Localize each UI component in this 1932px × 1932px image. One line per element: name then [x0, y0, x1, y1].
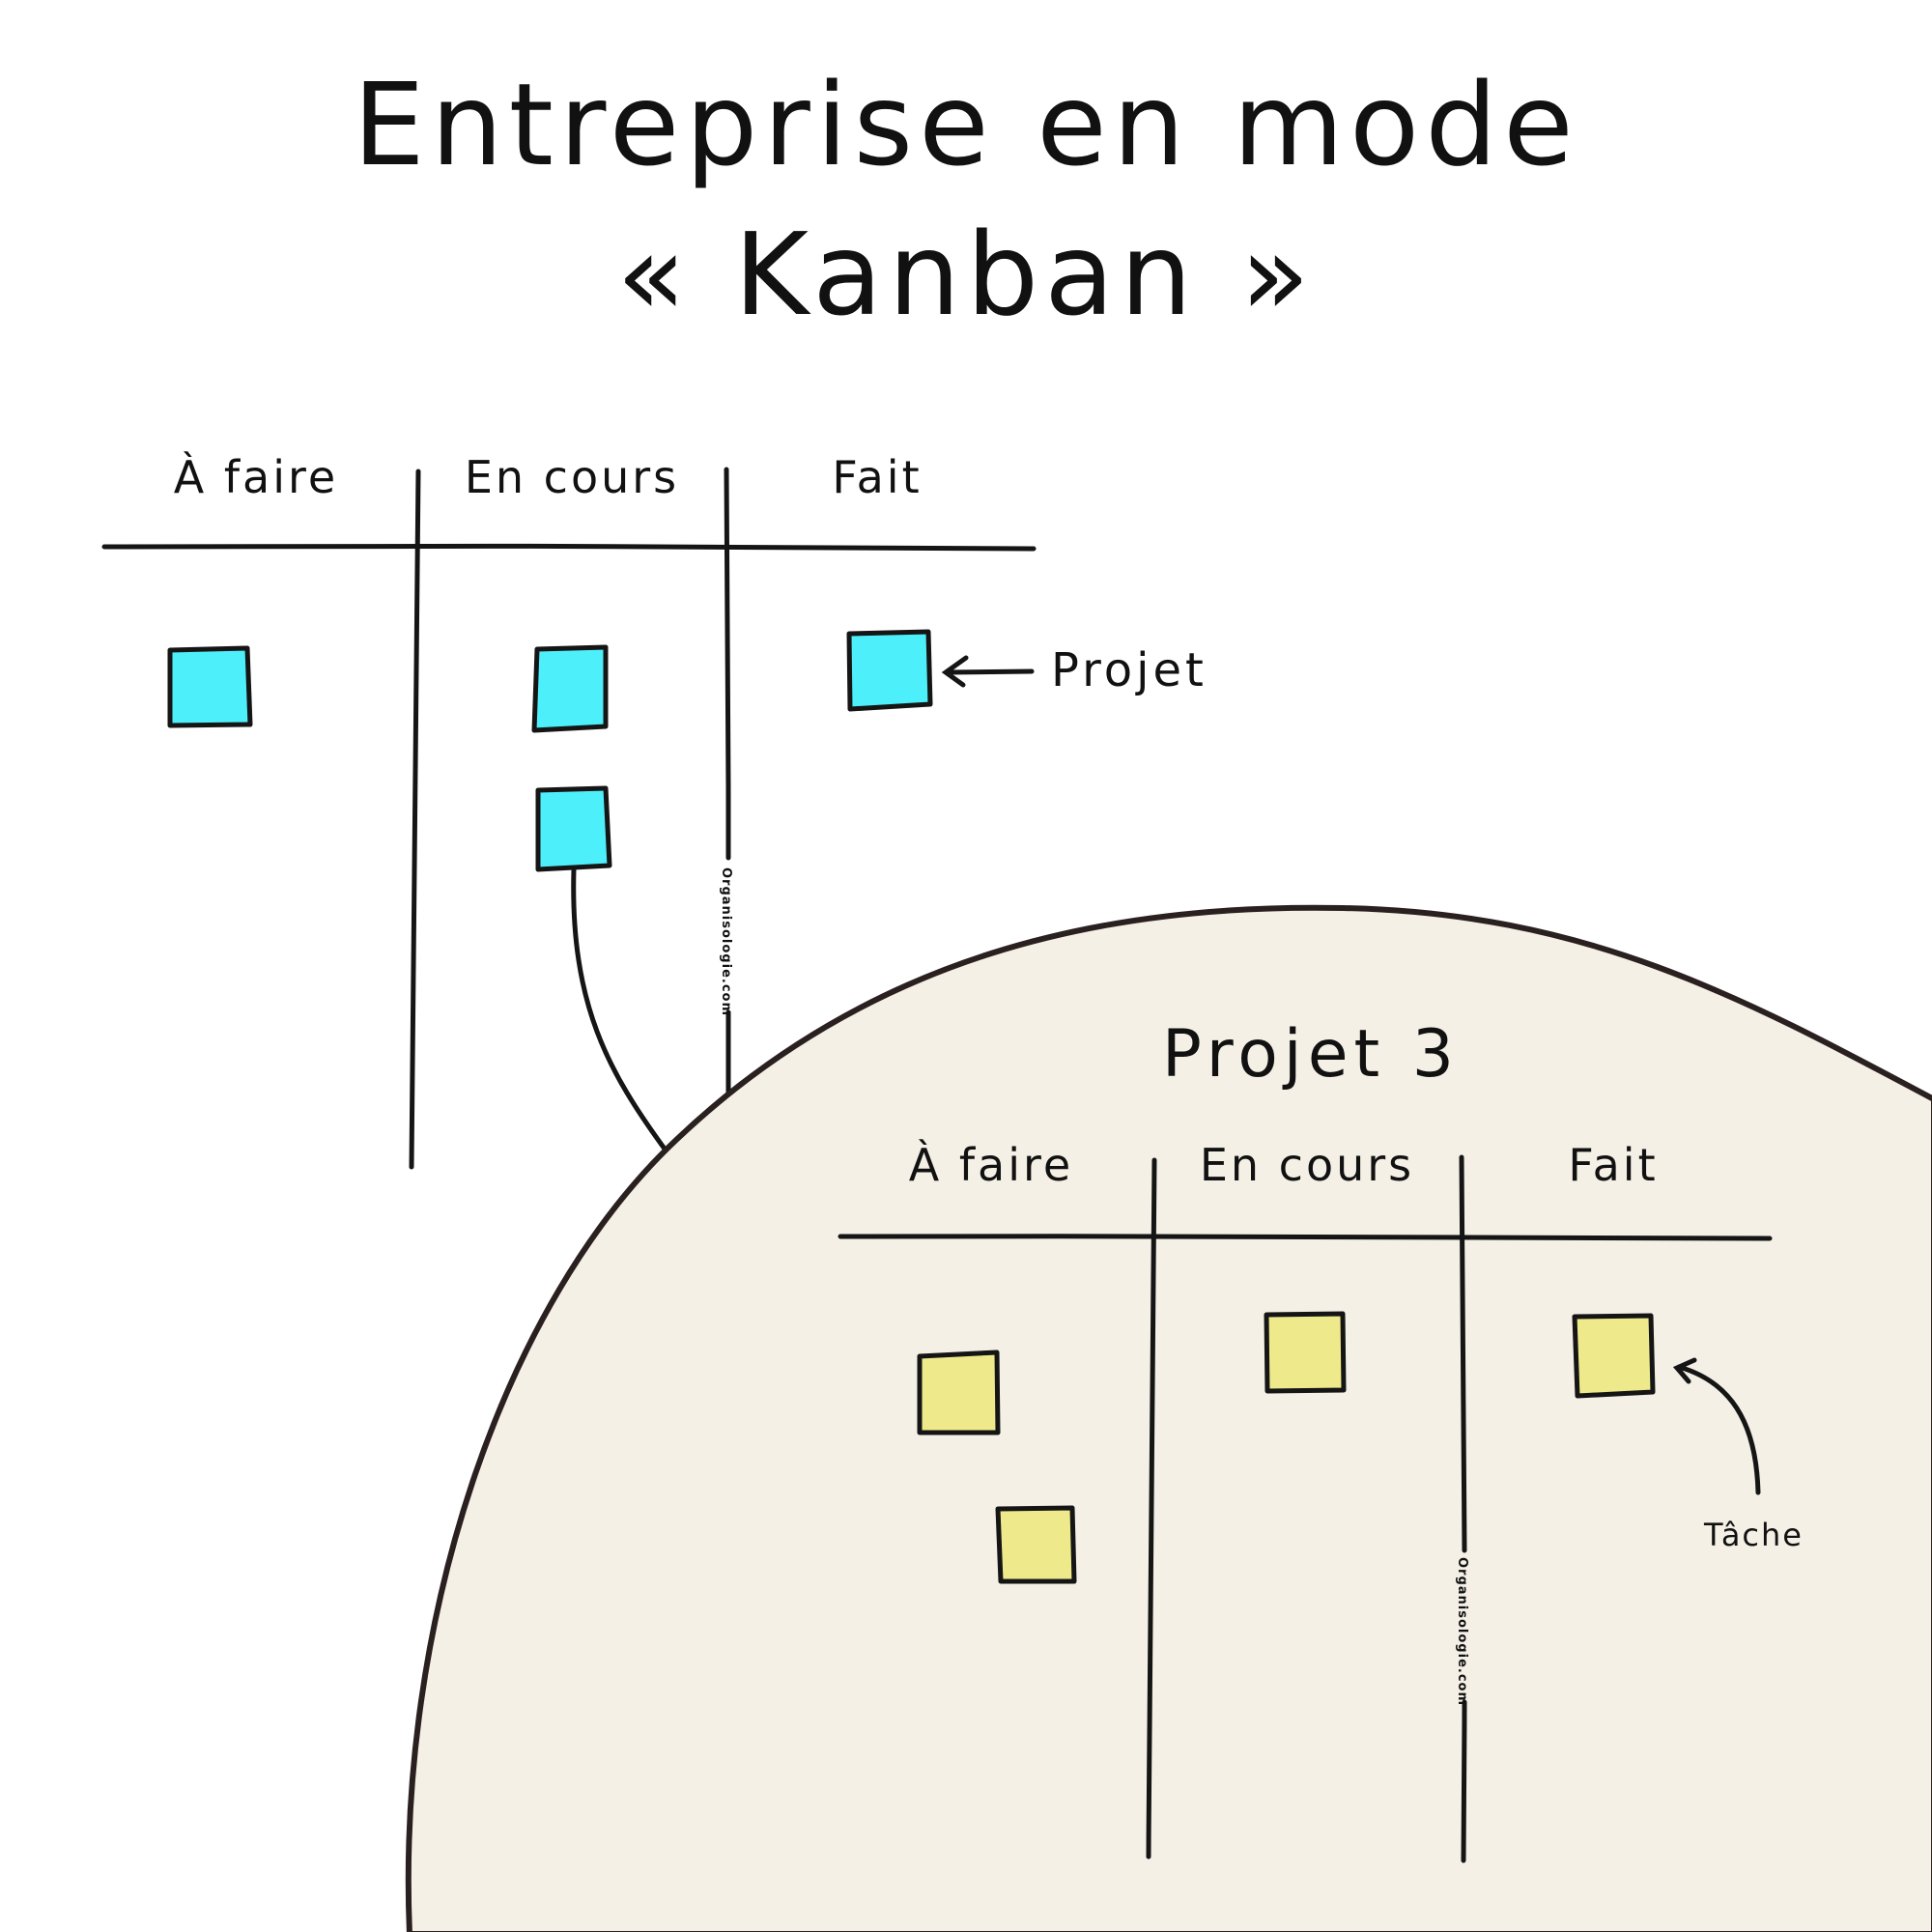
zoom-divider-2-lower — [1461, 1699, 1467, 1863]
zoom-header-line — [838, 1234, 1773, 1241]
main-card-done-1 — [846, 629, 933, 712]
main-board: À faire En cours Fait Organisologie.com … — [101, 451, 1208, 1170]
main-annotation-arrow — [941, 655, 1035, 688]
zoom-board: Projet 3 À faire En cours Fait Organisol… — [838, 1016, 1804, 1863]
zoom-column-label-done: Fait — [1568, 1139, 1658, 1191]
main-column-label-todo: À faire — [174, 451, 338, 503]
title-line-2: « Kanban » — [616, 208, 1316, 341]
zoom-connector — [571, 867, 669, 1154]
zoom-watermark: Organisologie.com — [1455, 1557, 1469, 1706]
zoom-card-todo-2 — [995, 1505, 1077, 1584]
title-line-1: Entreprise en mode — [353, 58, 1578, 191]
zoom-card-doing-1 — [1264, 1311, 1347, 1394]
zoom-annotation-arrow — [1672, 1357, 1761, 1495]
main-card-todo-1 — [167, 645, 253, 728]
main-column-label-doing: En cours — [465, 451, 679, 503]
main-header-line — [101, 543, 1037, 552]
zoom-column-label-todo: À faire — [909, 1139, 1073, 1191]
zoom-title: Projet 3 — [1162, 1016, 1460, 1093]
main-card-doing-1 — [531, 644, 609, 733]
main-card-doing-2 — [535, 785, 612, 872]
zoom-divider-1 — [1146, 1157, 1157, 1860]
zoom-column-label-doing: En cours — [1200, 1139, 1414, 1191]
main-divider-2 — [724, 467, 731, 861]
main-annotation-label: Projet — [1051, 643, 1208, 697]
main-column-label-done: Fait — [832, 451, 922, 503]
zoom-card-todo-1 — [917, 1350, 1001, 1435]
zoom-annotation-label: Tâche — [1703, 1517, 1804, 1553]
zoom-card-done-1 — [1572, 1313, 1656, 1399]
zoom-bubble — [405, 904, 1932, 1932]
zoom-divider-2 — [1459, 1154, 1467, 1553]
main-divider-1 — [409, 469, 421, 1170]
main-watermark: Organisologie.com — [719, 867, 733, 1016]
